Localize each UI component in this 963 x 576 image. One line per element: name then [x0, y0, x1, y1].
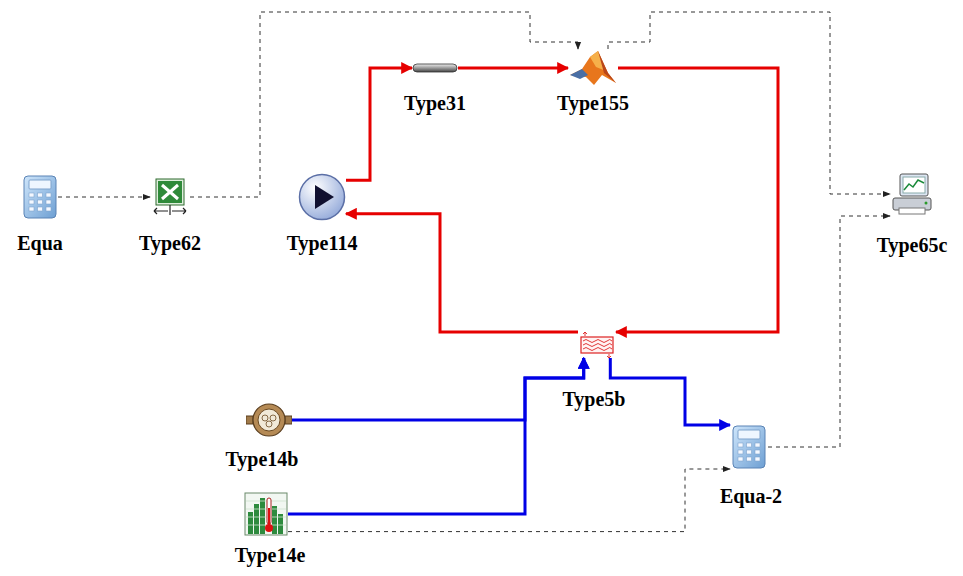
signal-link: [58, 197, 150, 198]
fluid-pipe: [346, 214, 578, 332]
heat-exchanger-icon: [578, 332, 616, 358]
component-icon: Type14e: [244, 492, 288, 536]
signal-link: [608, 12, 890, 194]
signal-link: [190, 12, 578, 197]
fluid-pipe: [616, 68, 778, 332]
fluid-pipe: [292, 358, 584, 420]
fluid-pipe: [288, 358, 584, 514]
calculator-icon: [730, 425, 768, 469]
fluid-pipe: [610, 358, 730, 425]
component-icon: Type114: [298, 173, 346, 221]
printer-plot-icon: [890, 172, 934, 216]
component-icon: Equa: [22, 175, 58, 219]
fluid-pipe: [346, 68, 412, 180]
temperature-profile-icon: [244, 492, 288, 536]
pipe-icon: [412, 63, 458, 73]
component-icon: Type14b: [246, 402, 292, 438]
component-label: Type155: [557, 92, 629, 114]
component-label: Type14e: [235, 544, 306, 566]
fluid-pipe: [458, 67, 568, 70]
component-icon: Type31: [412, 63, 458, 73]
pump-icon: [298, 173, 346, 221]
component-label: Type114: [287, 232, 358, 254]
component-label: Type65c: [877, 234, 948, 256]
calculator-icon: [22, 175, 58, 219]
component-label: Equa-2: [720, 485, 782, 507]
component-label: Type31: [404, 92, 466, 114]
component-label: Equa: [17, 232, 63, 254]
signal-link: [768, 216, 890, 447]
component-label: Type14b: [226, 448, 299, 470]
signal-link: [288, 469, 730, 532]
flow-meter-icon: [246, 402, 292, 438]
component-icon: Type65c: [890, 172, 934, 216]
excel-icon: [150, 178, 190, 216]
component-icon: Type62: [150, 178, 190, 216]
component-icon: Type155: [568, 49, 618, 87]
component-label: Type5b: [563, 388, 626, 410]
component-icon: Equa-2: [730, 425, 768, 469]
component-label: Type62: [139, 232, 201, 254]
component-icon: Type5b: [578, 332, 616, 358]
matlab-icon: [568, 49, 618, 87]
